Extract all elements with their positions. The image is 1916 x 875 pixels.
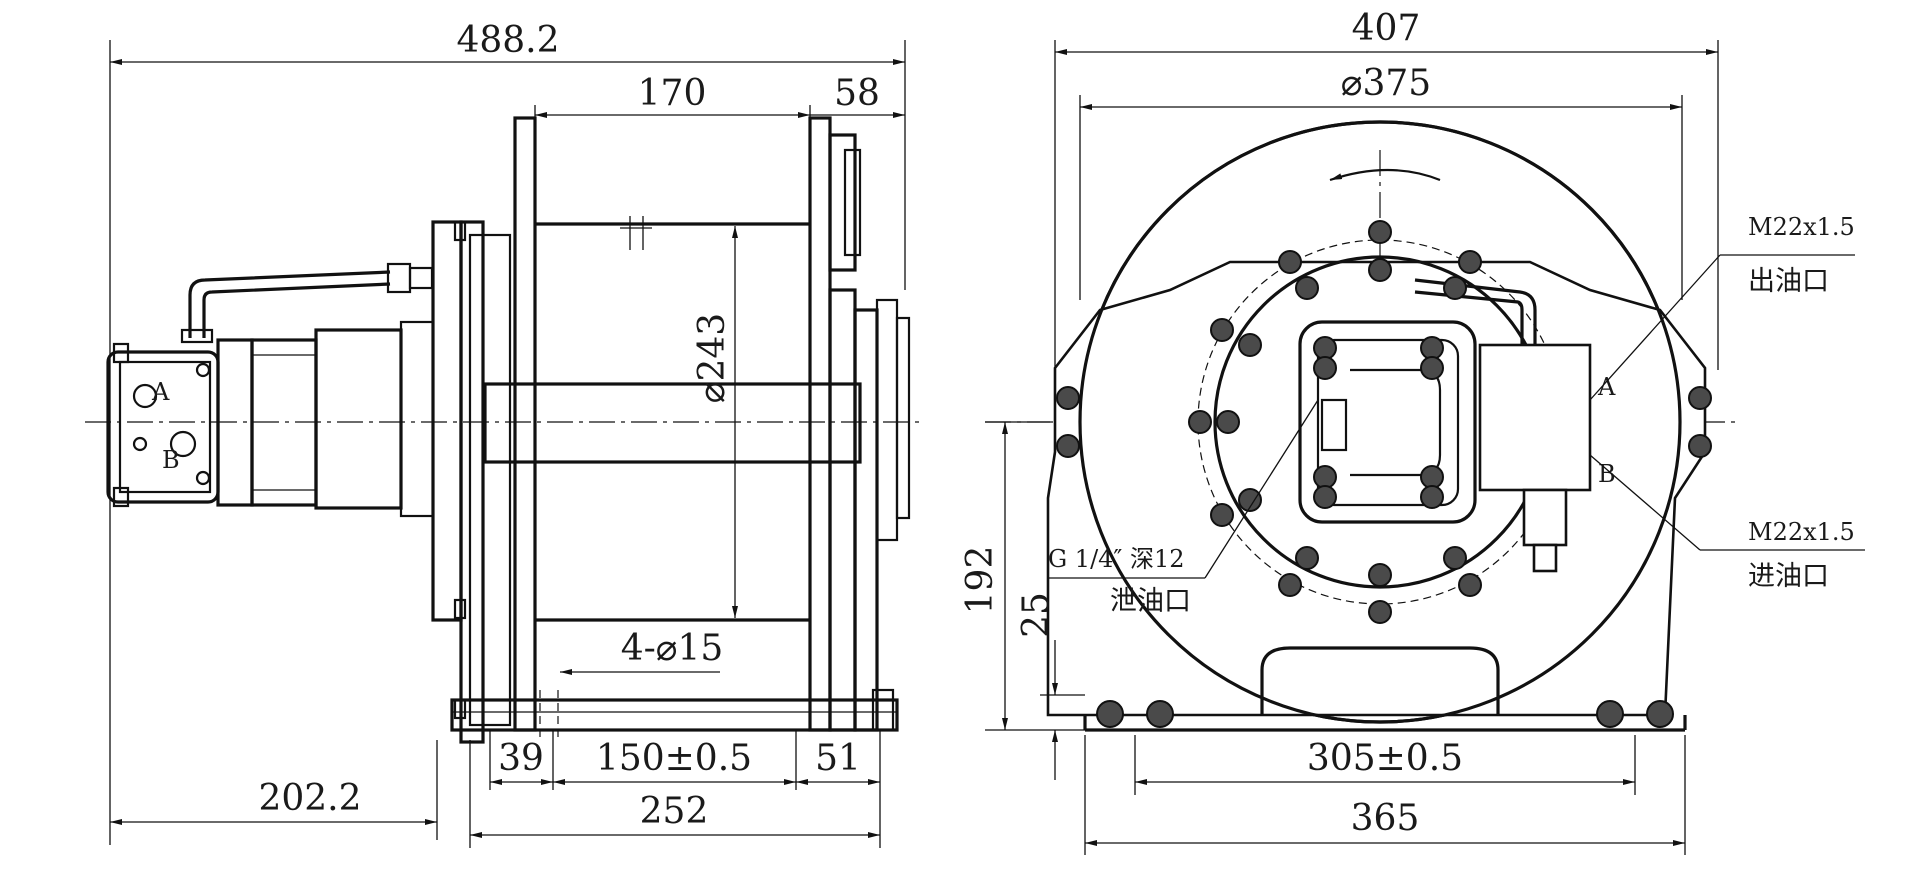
dim-foot-right: 51 <box>815 738 861 779</box>
drain-label: 泄油口 <box>1110 586 1191 617</box>
inlet-label: 进油口 <box>1748 561 1829 592</box>
dim-overall-length: 488.2 <box>456 20 559 61</box>
oil-tube <box>180 262 434 344</box>
motor-valve-block: A B <box>106 342 220 508</box>
port-a-front: A <box>1597 373 1616 401</box>
dim-flange-offset: 58 <box>834 73 880 114</box>
outlet-label: 出油口 <box>1748 266 1829 297</box>
dim-base-thickness: 25 <box>1016 592 1057 638</box>
dim-foot-total: 252 <box>640 791 709 832</box>
front-dimensions: 407 ⌀375 192 25 305±0.5 365 <box>960 8 1719 855</box>
drain-thread: G 1/4″ 深12 <box>1048 545 1185 573</box>
port-b-label: B <box>162 446 180 474</box>
side-view: A B <box>85 20 925 848</box>
annotations: M22x1.5 出油口 M22x1.5 进油口 G 1/4″ 深12 泄油口 <box>1048 213 1865 617</box>
port-a-label: A <box>151 378 170 406</box>
inlet-thread: M22x1.5 <box>1748 518 1855 546</box>
mounting-plates <box>431 220 512 744</box>
dim-motor-overhang: 202.2 <box>258 778 361 819</box>
dim-drum-diameter: ⌀243 <box>692 313 733 403</box>
side-dimensions: 488.2 170 58 ⌀243 4-⌀15 39 150±0.5 51 <box>109 20 906 848</box>
dim-base-width: 365 <box>1351 798 1420 839</box>
base-rail <box>450 690 899 740</box>
dim-drum-width: 170 <box>638 73 707 114</box>
dim-foot-left: 39 <box>498 738 544 779</box>
motor-body <box>216 320 435 518</box>
dim-bolt-spacing: 305±0.5 <box>1307 738 1463 779</box>
right-support <box>828 133 911 732</box>
dim-center-height: 192 <box>960 546 1001 615</box>
port-block: A B <box>1414 278 1616 573</box>
dim-flange-diameter: ⌀375 <box>1341 63 1431 104</box>
dim-overall-width: 407 <box>1352 8 1421 49</box>
bolt-pattern <box>1056 220 1712 728</box>
port-b-front: B <box>1598 460 1616 488</box>
outlet-thread: M22x1.5 <box>1748 213 1855 241</box>
base-cutout <box>1260 646 1500 715</box>
dim-foot-spacing: 150±0.5 <box>596 738 752 779</box>
front-view: A B <box>960 8 1865 855</box>
dim-hole-spec: 4-⌀15 <box>621 628 724 669</box>
